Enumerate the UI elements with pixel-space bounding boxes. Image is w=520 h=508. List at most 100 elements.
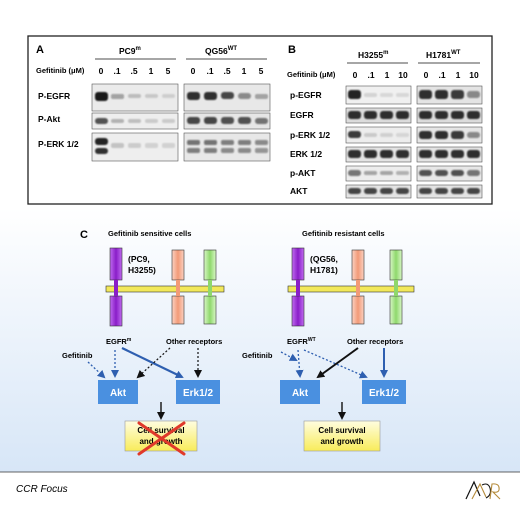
blot-band <box>221 140 234 145</box>
blot-band <box>451 150 464 158</box>
blot-strip <box>345 85 412 105</box>
resistant-other-receptors-label: Other receptors <box>347 337 403 346</box>
panel-b-dose-tick: .1 <box>367 70 374 80</box>
blot-band <box>111 119 124 123</box>
blot-band <box>187 140 200 145</box>
panel-a-dose-label: Gefitinib (μM) <box>36 66 85 75</box>
egfr-mutant-receptor-stem <box>114 280 118 296</box>
blot-band <box>451 188 464 194</box>
panel-a-dose-tick: 1 <box>149 66 154 76</box>
arrow-egfr-to-erk <box>121 347 184 378</box>
panel-b-group-2-name: H1781WT <box>426 50 461 60</box>
blot-band <box>145 94 158 98</box>
resistant-pathway: Gefitinib resistant cells (QG56, H1781) … <box>242 229 415 452</box>
blot-band <box>435 131 448 139</box>
panel-b-row-label: ERK 1/2 <box>290 149 322 159</box>
sensitive-cells-line1: (PC9, <box>128 254 150 264</box>
panel-a-dose-tick: 0 <box>191 66 196 76</box>
panel-b-dose-tick: 0 <box>353 70 358 80</box>
other-receptor-orange-bottom <box>171 295 185 325</box>
egfr-mutant-receptor-top <box>109 247 123 281</box>
blot-band <box>364 188 377 194</box>
blot-band <box>111 94 124 99</box>
resistant-egfr-label: EGFRWT <box>287 337 316 346</box>
blot-band <box>255 140 268 145</box>
blot-band <box>364 171 377 175</box>
blot-band <box>419 131 432 139</box>
egfr-wildtype-receptor-bottom <box>291 295 305 327</box>
blot-band <box>364 93 377 97</box>
sensitive-outcome-line2: and growth <box>139 437 182 446</box>
egfr-wildtype-receptor-top <box>291 247 305 281</box>
other-receptor-green-bottom <box>389 295 403 325</box>
other-receptor-orange-bottom <box>351 295 365 325</box>
blot-band <box>467 91 480 98</box>
blot-band <box>221 148 234 153</box>
footer-title: CCR Focus <box>16 484 68 495</box>
blot-band <box>162 94 175 98</box>
resistant-cells-line2: H1781) <box>310 265 338 275</box>
blot-band <box>435 188 448 194</box>
blot-band <box>95 92 108 101</box>
panel-b-label: B <box>288 44 296 56</box>
panel-b-dose-tick: 10 <box>469 70 479 80</box>
blot-band <box>396 171 409 175</box>
sensitive-outcome-line1: Cell survival <box>137 426 184 435</box>
panel-a-dose-tick: .1 <box>206 66 213 76</box>
blot-band <box>348 90 361 99</box>
blot-strip <box>416 126 483 144</box>
blot-band <box>128 119 141 123</box>
blot-strip <box>416 146 483 163</box>
blot-band <box>204 117 217 124</box>
panel-b-dose-ticks: 0 .1 1 10 0 .1 1 10 <box>353 70 479 80</box>
blot-band <box>221 92 234 99</box>
panel-b-row-label: p-AKT <box>290 168 316 178</box>
other-receptor-green-top <box>389 249 403 281</box>
blot-band <box>238 140 251 145</box>
panel-b-group-1-name: H3255m <box>358 50 388 60</box>
aacr-logo <box>465 480 501 500</box>
blot-band <box>204 140 217 145</box>
other-receptor-orange-stem <box>356 280 360 296</box>
blot-band <box>221 117 234 124</box>
blot-band <box>435 170 448 176</box>
blot-band <box>451 111 464 119</box>
blot-band <box>451 90 464 99</box>
sensitive-egfr-label: EGFRm <box>106 337 132 346</box>
panel-a-row-label: P-Akt <box>38 114 60 124</box>
blot-strip <box>345 126 412 144</box>
blot-strip <box>416 184 483 199</box>
blot-band <box>435 150 448 158</box>
blot-band <box>396 93 409 97</box>
panel-b-row-label: p-EGFR <box>290 90 322 100</box>
blot-band <box>204 148 217 153</box>
blot-band <box>348 111 361 119</box>
panel-b-blots <box>345 85 483 199</box>
panel-b-row-label: EGFR <box>290 110 314 120</box>
panel-a-group-1-name: PC9m <box>119 46 141 56</box>
blot-band <box>348 150 361 158</box>
blot-band <box>95 138 108 145</box>
blot-band <box>348 170 361 176</box>
sensitive-erk-box <box>176 380 220 404</box>
panel-b-row-label: AKT <box>290 186 308 196</box>
blot-band <box>187 92 200 100</box>
blot-band <box>396 188 409 194</box>
resistant-akt-box <box>280 380 320 404</box>
sensitive-gefitinib-label: Gefitinib <box>62 351 93 360</box>
egfr-wildtype-receptor-stem <box>296 280 300 296</box>
blot-strip <box>345 146 412 163</box>
blot-band <box>95 148 108 154</box>
blot-band <box>419 150 432 158</box>
panel-b-dose-tick: 1 <box>456 70 461 80</box>
other-receptor-orange-stem <box>176 280 180 296</box>
panel-a-dose-tick: .5 <box>223 66 230 76</box>
resistant-membrane <box>287 285 415 293</box>
blot-band <box>380 133 393 137</box>
other-receptor-orange-top <box>351 249 365 281</box>
blocked-cross-icon <box>137 421 186 456</box>
panel-a-dose-tick: 5 <box>259 66 264 76</box>
blot-band <box>380 150 393 158</box>
panel-a-dose-tick: 1 <box>242 66 247 76</box>
blot-band <box>419 188 432 194</box>
